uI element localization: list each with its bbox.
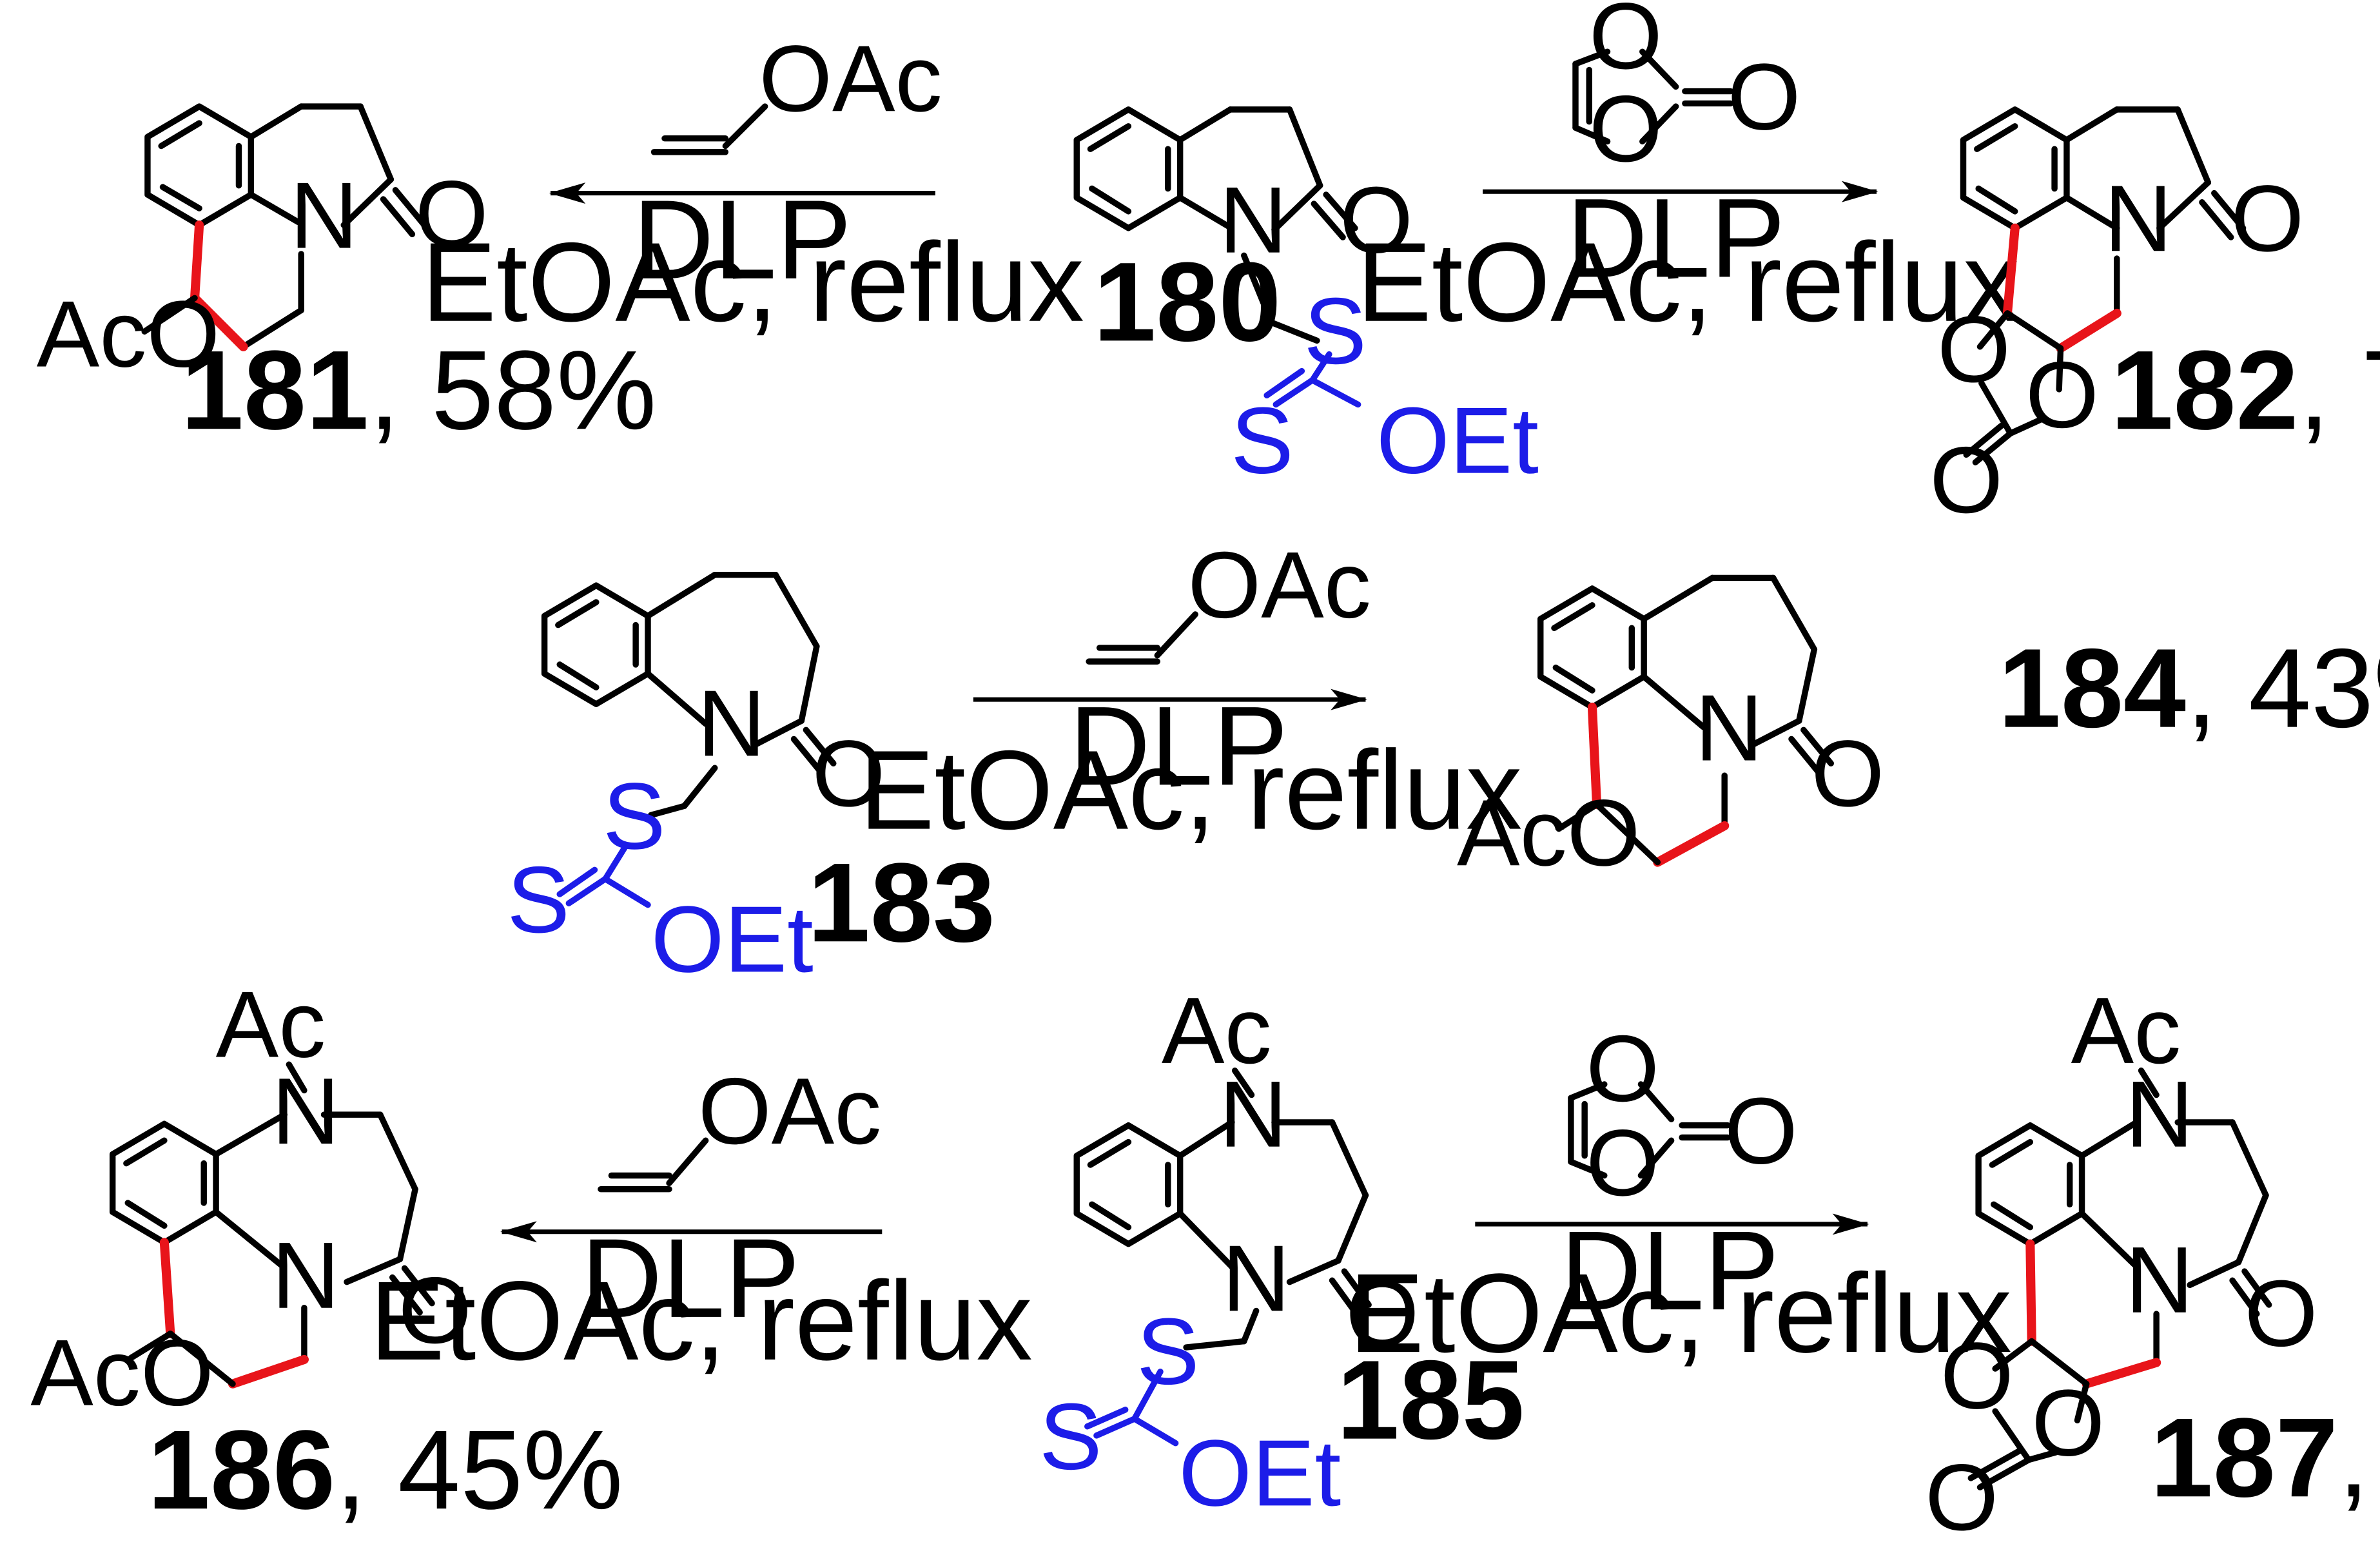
- compound-184-label: 184, 43%: [1998, 625, 2380, 751]
- o-atom-183: O: [812, 721, 886, 826]
- o-atom-185: O: [1346, 1261, 1419, 1366]
- aco-label-181: AcO: [37, 282, 220, 387]
- compound-186-label: 186, 45%: [148, 1407, 623, 1532]
- compound-182-structure: [1960, 106, 2247, 465]
- vinylene-carbonate-reagent-1: [1572, 48, 1734, 145]
- compound-182-label: 182, 70%: [2111, 327, 2380, 453]
- o-atom-180: O: [1340, 168, 1413, 273]
- vinyl-acetate-reagent-1: [650, 103, 768, 155]
- o-ring-left-187: O: [1940, 1323, 2014, 1428]
- o-ring-top-1: O: [1589, 0, 1663, 88]
- n-atom-187-top: N: [2125, 1062, 2194, 1167]
- compound-185-label: 185: [1337, 1337, 1525, 1463]
- n-atom-183: N: [697, 670, 766, 776]
- solvent-label-1: EtOAc, reflux: [422, 219, 1084, 345]
- n-atom-186-top: N: [271, 1059, 340, 1164]
- oet-label-183: OEt: [651, 886, 814, 991]
- compound-183-structure: [541, 571, 837, 819]
- thione-s-183: S: [507, 847, 570, 952]
- o-atom-182: O: [2230, 166, 2304, 271]
- xanthate-group-183: [556, 844, 651, 908]
- solvent-label-2: EtOAc, reflux: [1356, 219, 2019, 345]
- o-carbonyl-182: O: [1929, 427, 2003, 532]
- xanthate-group-180: [1263, 351, 1361, 408]
- o-carbonyl-187: O: [1925, 1445, 1998, 1542]
- vinyl-acetate-reagent-2: [1086, 611, 1198, 665]
- o-carbonyl-2: O: [1724, 1078, 1798, 1184]
- n-atom-180: N: [1219, 168, 1287, 273]
- solvent-label-3: EtOAc, reflux: [859, 727, 1522, 853]
- vinyl-acetate-reagent-3: [598, 1137, 709, 1193]
- xanthate-group-185: [1084, 1369, 1179, 1447]
- n-atom-185-bottom: N: [1222, 1225, 1291, 1331]
- catalyst-label-4: DLP: [581, 1215, 800, 1341]
- s-atom-180: S: [1304, 278, 1367, 384]
- ac-label-187: Ac: [2071, 978, 2181, 1083]
- oac-label-2: OAc: [1187, 532, 1370, 638]
- o-carbonyl-1: O: [1728, 44, 1801, 150]
- compound-181-structure: [141, 103, 427, 351]
- catalyst-label-3: DLP: [1069, 683, 1289, 808]
- oet-label-185: OEt: [1178, 1420, 1341, 1525]
- catalyst-label-2: DLP: [1566, 175, 1786, 300]
- o-ring-top-2: O: [1586, 1016, 1659, 1121]
- n-atom-181: N: [290, 163, 358, 268]
- compound-184-structure: [1537, 574, 1835, 867]
- o-ring-bottom-1: O: [1589, 76, 1663, 181]
- solvent-label-4: EtOAc, reflux: [369, 1258, 1032, 1383]
- n-atom-182: N: [2104, 166, 2172, 271]
- aco-label-186: AcO: [30, 1320, 213, 1425]
- o-atom-187: O: [2245, 1261, 2318, 1366]
- compound-180-label: 180: [1093, 239, 1281, 364]
- compound-187-structure: [1967, 1068, 2272, 1490]
- o-ring-right-187: O: [2031, 1371, 2105, 1476]
- thione-s-180: S: [1231, 388, 1294, 493]
- catalyst-label-1: DLP: [633, 177, 852, 302]
- o-ring-left-182: O: [1937, 297, 2011, 402]
- n-atom-186-bottom: N: [271, 1223, 340, 1328]
- compound-180-structure: [1073, 106, 1358, 344]
- oet-label-180: OEt: [1376, 388, 1539, 493]
- n-atom-187-bottom: N: [2125, 1227, 2194, 1332]
- o-ring-bottom-2: O: [1586, 1110, 1659, 1215]
- s-atom-185: S: [1136, 1299, 1200, 1404]
- compound-185-structure: [1073, 1068, 1372, 1351]
- o-atom-181: O: [415, 161, 489, 266]
- oac-label-3: OAc: [698, 1059, 881, 1164]
- ac-label-185: Ac: [1162, 978, 1272, 1083]
- n-atom-185-top: N: [1219, 1062, 1287, 1167]
- compound-183-label: 183: [808, 839, 995, 965]
- compound-186-structure: [109, 1061, 435, 1389]
- catalyst-label-5: DLP: [1560, 1207, 1779, 1333]
- o-atom-186: O: [398, 1258, 472, 1363]
- vinylene-carbonate-reagent-2: [1568, 1081, 1731, 1179]
- ac-label-186: Ac: [216, 971, 326, 1077]
- thione-s-185: S: [1039, 1384, 1102, 1489]
- aco-label-184: AcO: [1457, 780, 1640, 885]
- o-ring-right-182: O: [2025, 342, 2099, 447]
- oac-label-1: OAc: [759, 26, 942, 131]
- o-atom-184: O: [1811, 721, 1884, 826]
- compound-187-label: 187, 41%: [2151, 1394, 2380, 1520]
- solvent-label-5: EtOAc, reflux: [1349, 1250, 2012, 1376]
- compound-181-label: 181, 58%: [181, 327, 657, 453]
- s-atom-183: S: [603, 763, 666, 868]
- n-atom-184: N: [1695, 675, 1763, 780]
